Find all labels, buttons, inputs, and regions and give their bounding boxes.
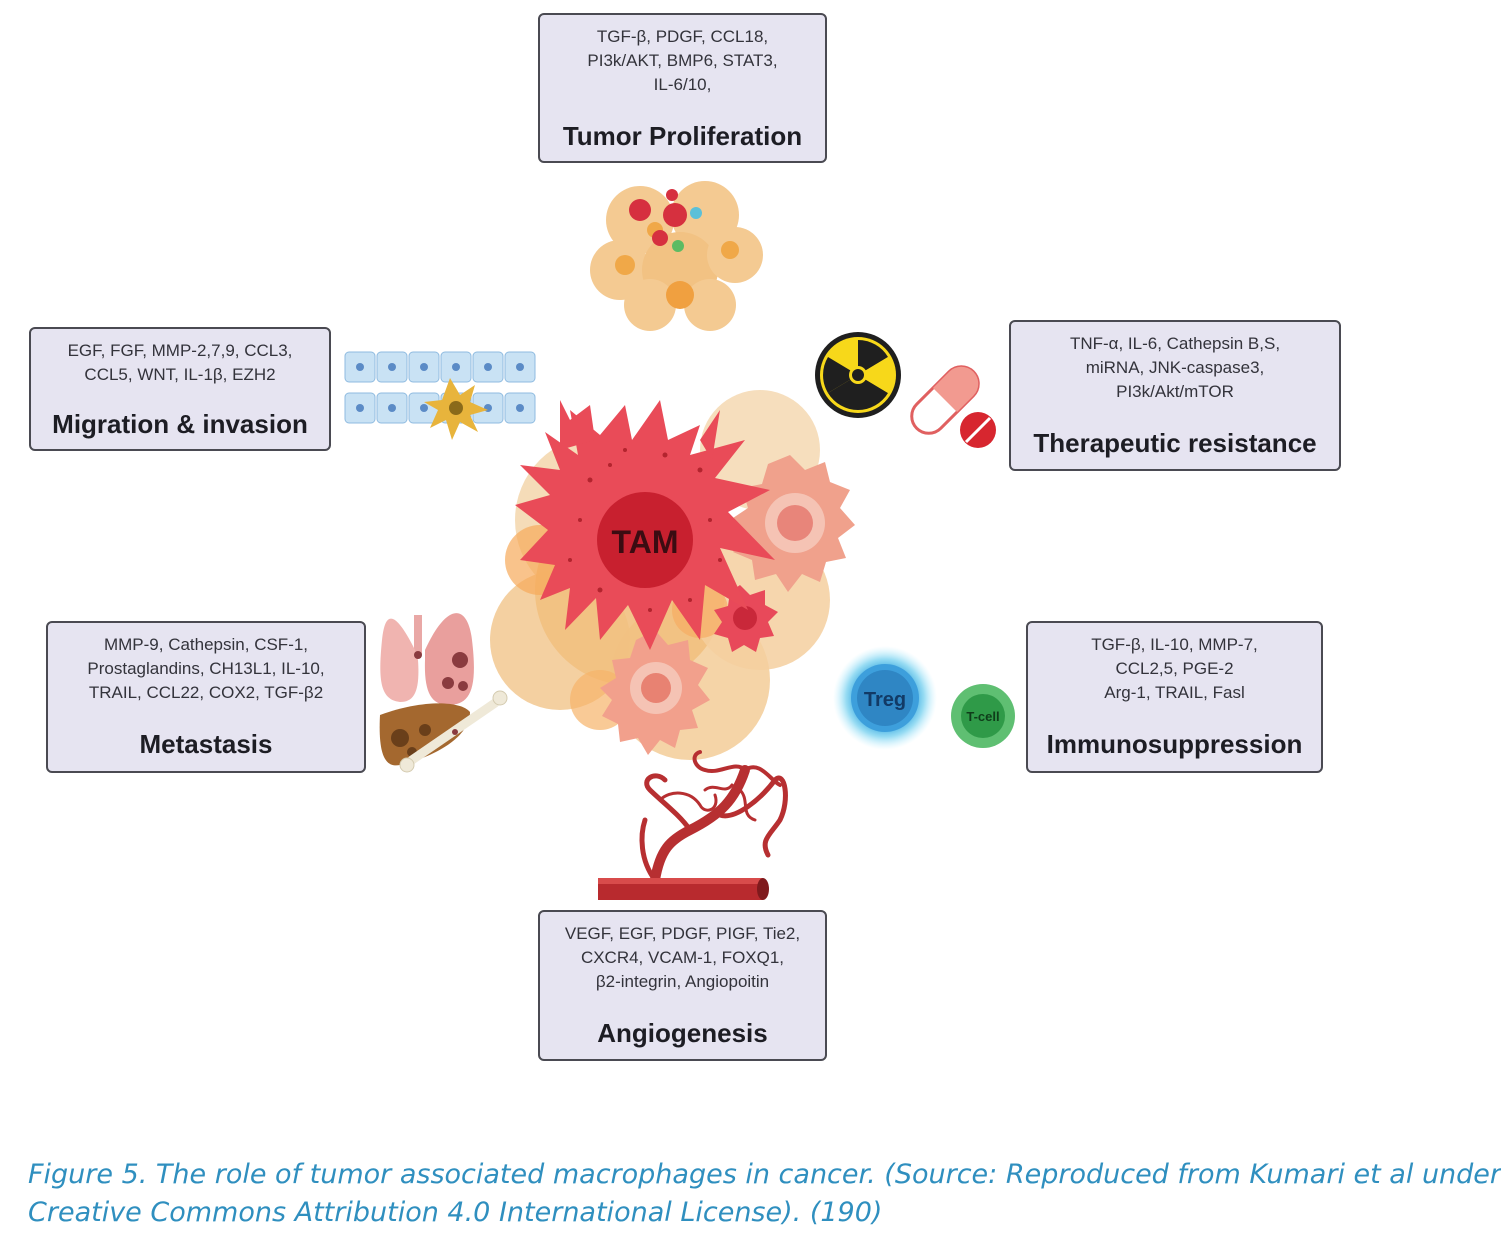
tcell-label: T-cell — [966, 709, 999, 724]
tumor-proliferation-box: TGF-β, PDGF, CCL18, PI3k/AKT, BMP6, STAT… — [538, 13, 827, 163]
box-line: Prostaglandins, CH13L1, IL-10, — [87, 659, 325, 678]
figure-caption: Figure 5. The role of tumor associated m… — [28, 1156, 1501, 1232]
pill-icon — [910, 365, 996, 448]
migration-invasion-box: EGF, FGF, MMP-2,7,9, CCL3, CCL5, WNT, IL… — [29, 327, 331, 451]
box-line: TNF-α, IL-6, Cathepsin B,S, — [1069, 334, 1281, 353]
treg-label: Treg — [864, 689, 906, 711]
angiogenesis-box: VEGF, EGF, PDGF, PIGF, Tie2, CXCR4, VCAM… — [538, 910, 827, 1061]
box-line: VEGF, EGF, PDGF, PIGF, Tie2, — [564, 924, 801, 943]
lungs-icon — [380, 613, 474, 705]
box-title: Tumor Proliferation — [562, 121, 803, 151]
treg-cell-icon: Treg — [833, 646, 937, 750]
bone-icon — [399, 690, 508, 773]
metastasis-box: MMP-9, Cathepsin, CSF-1, Prostaglandins,… — [46, 621, 366, 773]
blood-vessel-icon — [639, 750, 788, 885]
box-line: Arg-1, TRAIL, Fasl — [1104, 683, 1245, 702]
caption-line-2: Creative Commons Attribution 4.0 Interna… — [28, 1197, 883, 1228]
box-line: CCL5, WNT, IL-1β, EZH2 — [84, 365, 276, 384]
t-cell-icon: T-cell — [951, 684, 1015, 748]
box-line: TGF-β, PDGF, CCL18, — [596, 27, 769, 46]
therapeutic-resistance-box: TNF-α, IL-6, Cathepsin B,S, miRNA, JNK-c… — [1009, 320, 1341, 471]
box-line: TGF-β, IL-10, MMP-7, — [1091, 635, 1258, 654]
box-line: PI3k/Akt/mTOR — [1116, 382, 1234, 401]
box-line: EGF, FGF, MMP-2,7,9, CCL3, — [67, 341, 293, 360]
pink-macrophage-icon — [600, 630, 710, 755]
small-macrophage-icon — [714, 585, 778, 652]
box-title: Metastasis — [139, 729, 273, 759]
tumor-cluster-icon — [590, 181, 763, 331]
box-line: miRNA, JNK-caspase3, — [1085, 358, 1265, 377]
box-line: IL-6/10, — [653, 75, 712, 94]
box-title: Immunosuppression — [1046, 729, 1303, 759]
diagram-artwork: Treg T-cell TAM — [344, 181, 1015, 900]
liver-icon — [379, 703, 470, 766]
box-line: CXCR4, VCAM-1, FOXQ1, — [580, 948, 785, 967]
box-line: MMP-9, Cathepsin, CSF-1, — [103, 635, 309, 654]
tam-label: TAM — [612, 524, 679, 560]
immunosuppression-box: TGF-β, IL-10, MMP-7, CCL2,5, PGE-2 Arg-1… — [1026, 621, 1323, 773]
box-title: Angiogenesis — [597, 1018, 768, 1048]
box-line: CCL2,5, PGE-2 — [1115, 659, 1234, 678]
box-title: Therapeutic resistance — [1033, 428, 1317, 458]
box-title: Migration & invasion — [52, 409, 308, 439]
epithelium-icon — [344, 351, 536, 440]
box-line: TRAIL, CCL22, COX2, TGF-β2 — [88, 683, 324, 702]
artery-icon — [598, 878, 769, 900]
radiation-icon — [815, 332, 901, 418]
tam-macrophage-icon — [515, 400, 775, 650]
box-line: PI3k/AKT, BMP6, STAT3, — [587, 51, 778, 70]
caption-line-1: Figure 5. The role of tumor associated m… — [28, 1159, 1501, 1190]
box-line: β2-integrin, Angiopoitin — [595, 972, 770, 991]
